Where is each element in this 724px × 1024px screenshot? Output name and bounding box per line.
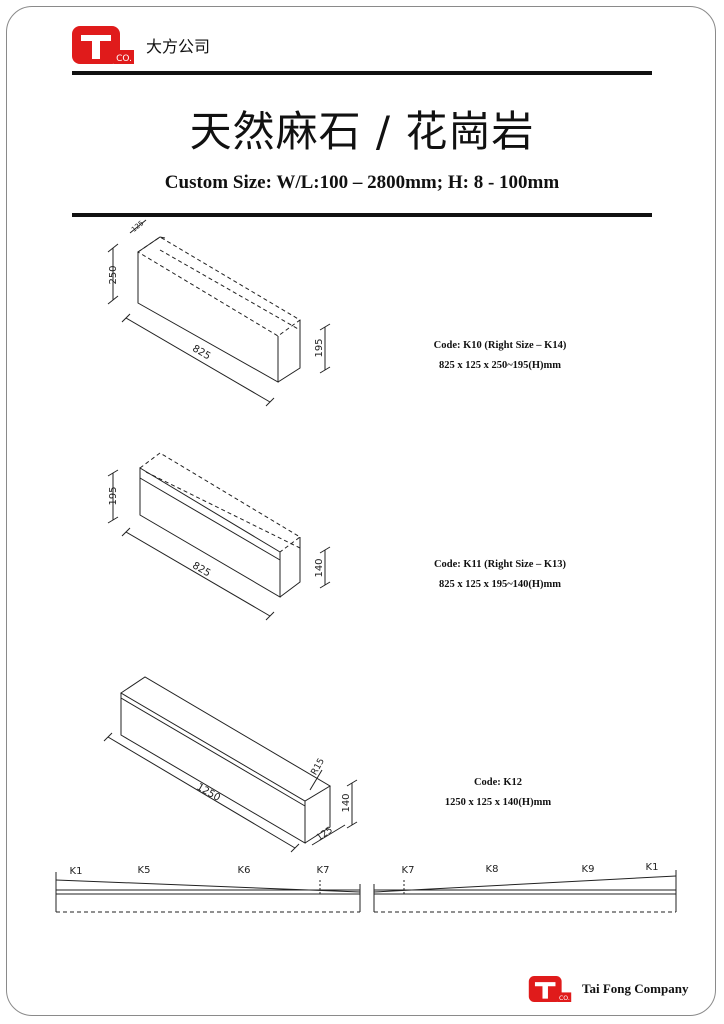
top-rule — [72, 71, 652, 75]
product-size: 825 x 125 x 250~195(H)mm — [438, 360, 562, 371]
k10-dim-top: 125 — [130, 219, 145, 234]
k10-dim-height-right: 195 — [314, 338, 325, 357]
profile-label: K5 — [138, 865, 151, 876]
profile-label: K1 — [70, 866, 83, 877]
product-caption-k12: Code: K12 1250 x 125 x 140(H)mm — [398, 777, 598, 817]
k12-dim-length: 1250 — [194, 782, 222, 804]
product-code: Code: K12 — [473, 777, 523, 788]
product-caption-k10: Code: K10 (Right Size – K14) 825 x 125 x… — [400, 340, 600, 380]
k11-dim-height-left: 195 — [108, 486, 119, 505]
k11-dim-height-right: 140 — [314, 558, 325, 577]
bottom-rule — [72, 213, 652, 217]
product-code: Code: K11 (Right Size – K13) — [433, 559, 567, 570]
product-caption-k11: Code: K11 (Right Size – K13) 825 x 125 x… — [400, 559, 600, 599]
k12-dim-width: 125 — [315, 825, 335, 843]
product-size: 825 x 125 x 195~140(H)mm — [438, 579, 562, 590]
profile-label: K1 — [646, 862, 659, 873]
profile-label: K9 — [582, 864, 595, 875]
k10-drawing: 250 825 195 125 — [107, 219, 331, 407]
product-size: 1250 x 125 x 140(H)mm — [444, 797, 552, 808]
kerb-profile: K1 K5 K6 K7 K7 K8 K9 K1 — [55, 862, 677, 913]
profile-label: K8 — [486, 864, 499, 875]
footer-logo-icon: CO. — [528, 976, 572, 1002]
logo-text: CO. — [116, 54, 132, 64]
k12-dim-radius: R15 — [310, 757, 328, 777]
k11-dim-length: 825 — [190, 560, 212, 579]
k11-drawing: 195 825 140 — [107, 452, 331, 621]
profile-label: K6 — [238, 865, 251, 876]
footer-company-name: Tai Fong Company — [582, 981, 689, 996]
page-frame — [6, 6, 716, 1016]
header-brand: CO. 大方公司 — [72, 26, 210, 64]
footer-brand: CO. Tai Fong Company — [528, 976, 688, 1002]
profile-label: K7 — [317, 865, 330, 876]
k10-dim-length: 825 — [190, 343, 212, 362]
page-subtitle: Custom Size: W/L:100 – 2800mm; H: 8 - 10… — [164, 172, 560, 193]
k10-dim-height-left: 250 — [108, 265, 119, 284]
company-logo-icon: CO. — [72, 26, 134, 64]
company-name: 大方公司 — [146, 37, 211, 56]
page-title: 天然麻石 / 花崗岩 — [189, 107, 535, 156]
k12-dim-height: 140 — [341, 793, 352, 812]
footer-logo-text: CO. — [559, 995, 570, 1002]
profile-label: K7 — [402, 865, 415, 876]
product-code: Code: K10 (Right Size – K14) — [433, 340, 567, 351]
k12-drawing: 1250 R15 140 125 — [103, 676, 358, 853]
